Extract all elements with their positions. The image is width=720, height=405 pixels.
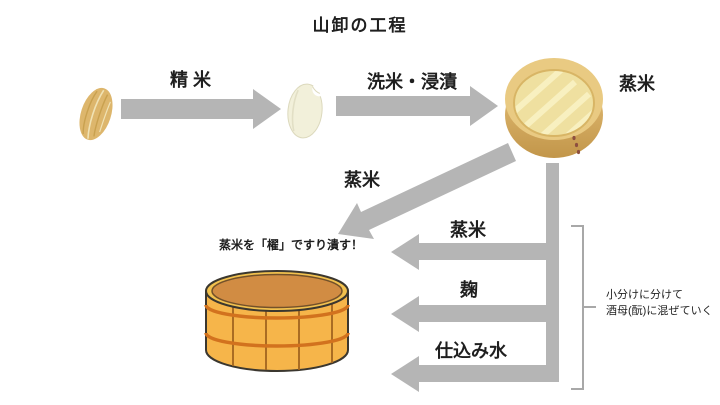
wooden-mixing-tub-icon bbox=[204, 270, 350, 372]
label-steamed-rice-basket: 蒸米 bbox=[619, 74, 655, 94]
arrow-water-branch bbox=[391, 356, 559, 392]
label-steamed-rice-to-tub: 蒸米 bbox=[344, 170, 380, 190]
unpolished-rice-grain-icon bbox=[79, 87, 113, 141]
tub-hoops bbox=[204, 304, 350, 348]
side-note-line1: 小分けに分けて bbox=[606, 289, 683, 301]
label-polish-step: 精米 bbox=[170, 70, 216, 90]
side-note-line2: 酒母(酛)に混ぜていく bbox=[606, 305, 713, 317]
label-water-branch: 仕込み水 bbox=[435, 341, 507, 361]
flow-trunk-bar bbox=[546, 163, 559, 382]
grouping-bracket bbox=[571, 225, 596, 390]
bracket-side-note: 小分けに分けて 酒母(酛)に混ぜていく bbox=[606, 287, 713, 319]
steaming-basket-icon bbox=[505, 58, 603, 158]
arrow-wash-soak bbox=[336, 86, 498, 126]
arrow-polish bbox=[121, 89, 281, 129]
polished-rice-grain-icon bbox=[287, 82, 327, 139]
arrow-koji-branch bbox=[391, 296, 559, 332]
label-wash-soak-step: 洗米・浸漬 bbox=[367, 72, 457, 92]
label-mash-note: 蒸米を「櫂」ですり潰す！ bbox=[219, 238, 364, 252]
arrow-steam-diagonal bbox=[338, 143, 516, 239]
label-steamed-rice-branch: 蒸米 bbox=[450, 220, 486, 240]
arrow-steamed-rice-branch bbox=[391, 234, 559, 270]
label-koji-branch: 麹 bbox=[460, 280, 478, 300]
diagram-title: 山卸の工程 bbox=[312, 16, 408, 35]
basket-peg-dots bbox=[572, 135, 581, 155]
